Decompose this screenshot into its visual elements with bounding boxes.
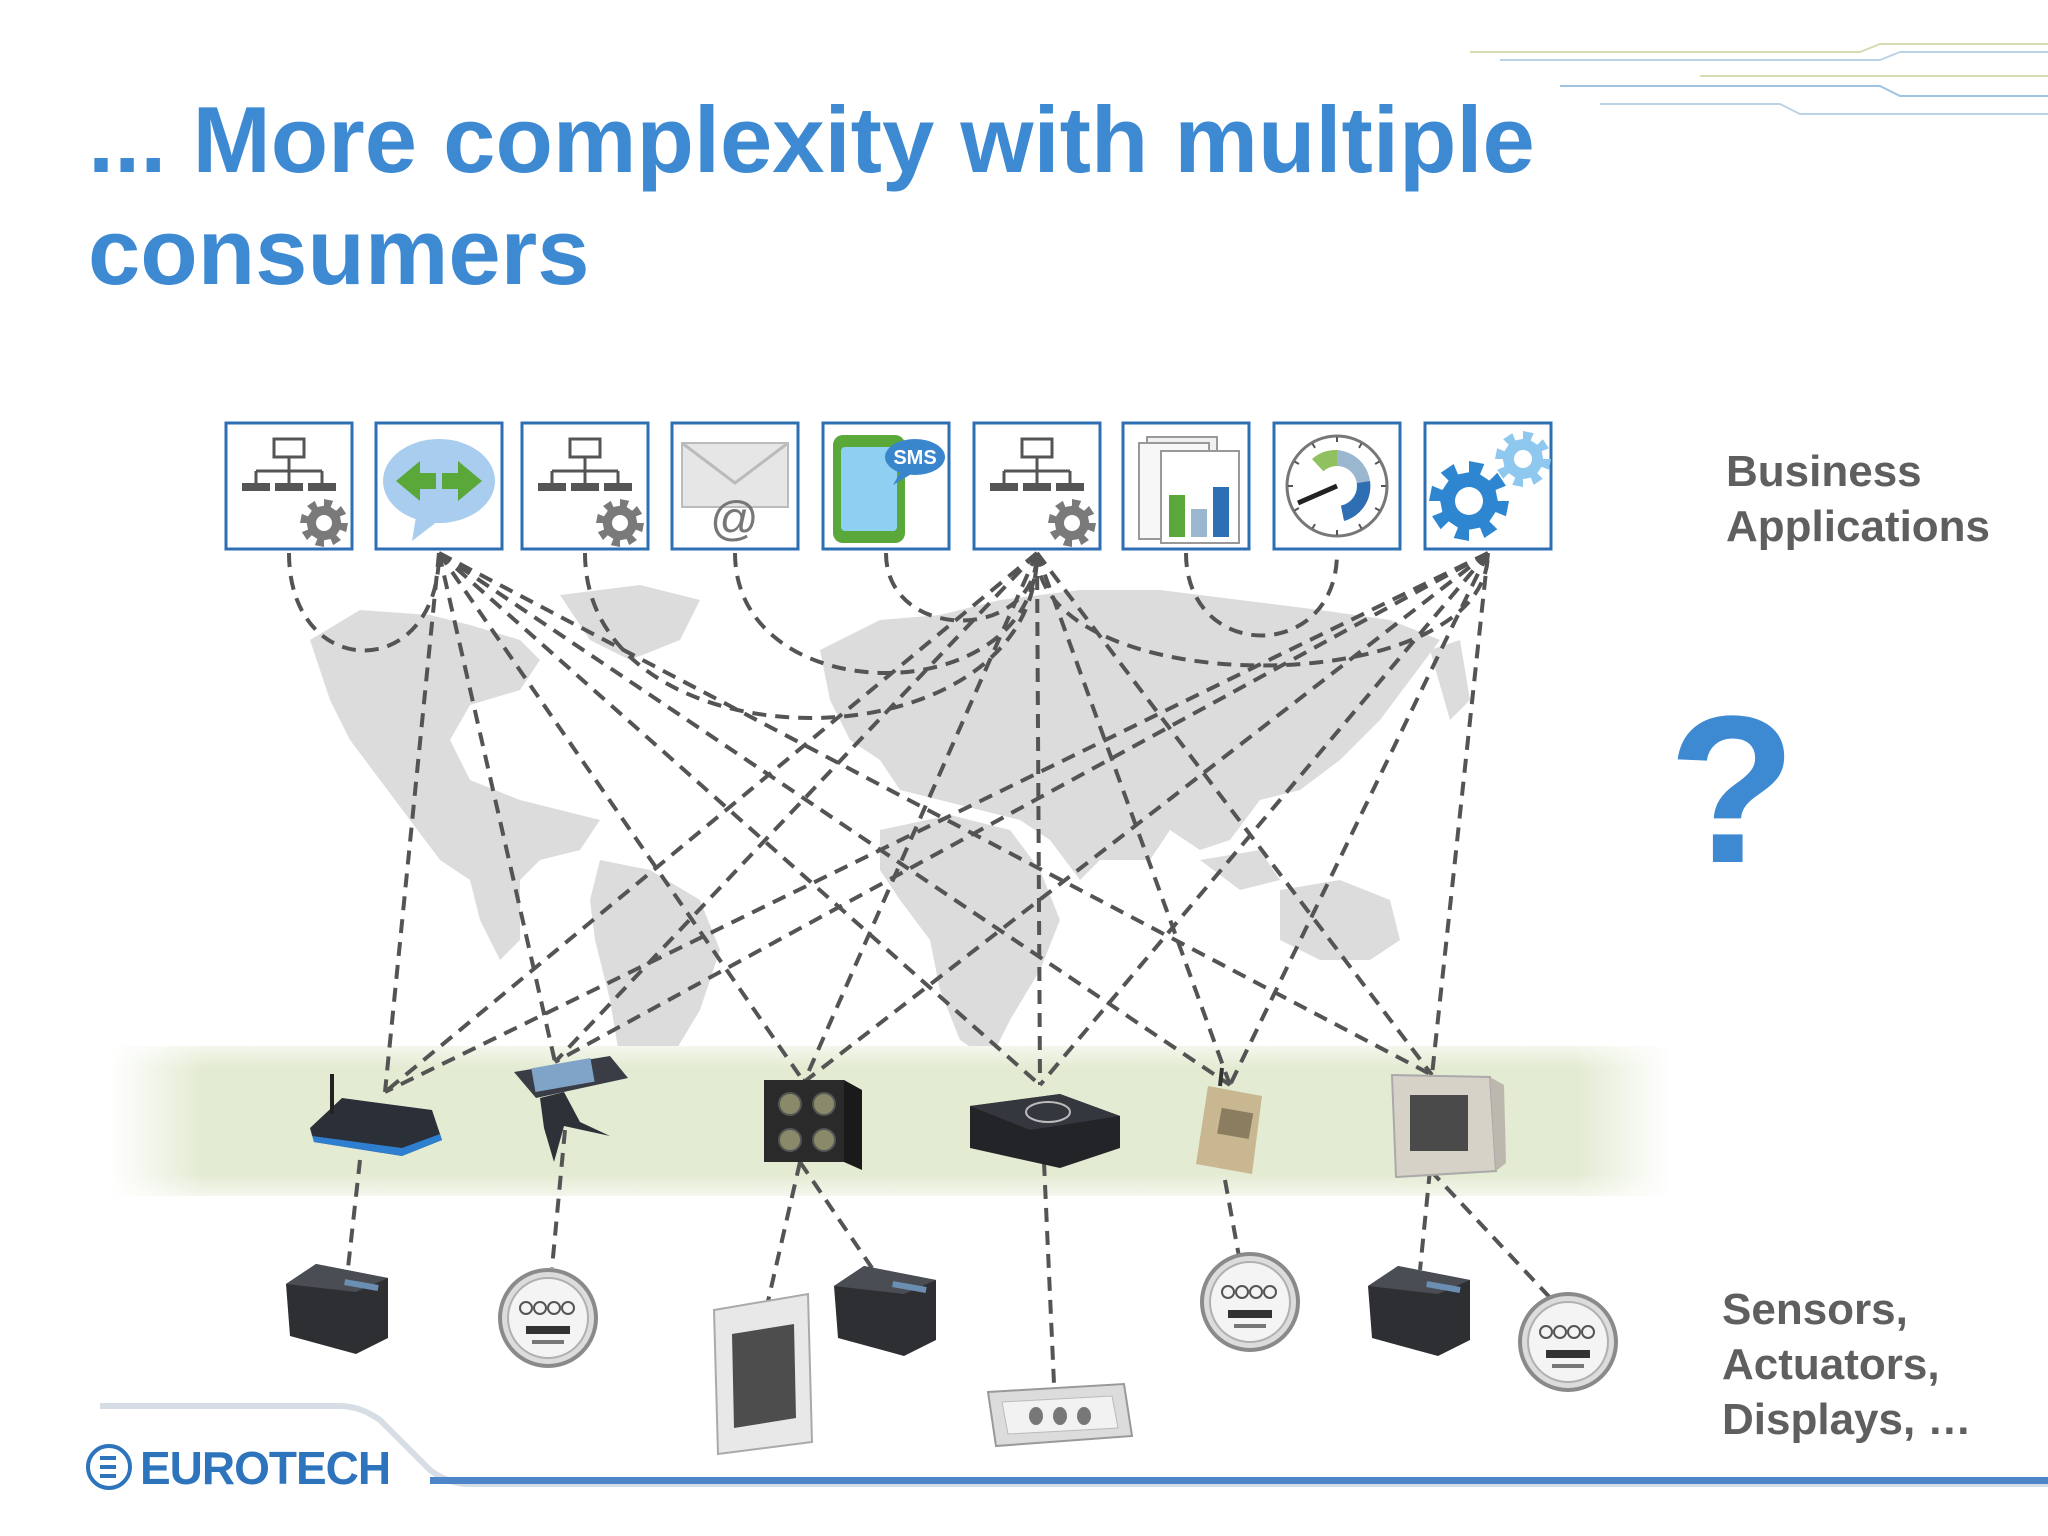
exchange-arrows-icon: [374, 421, 504, 551]
email-at-symbol: @: [710, 493, 759, 546]
connection-lines: [287, 551, 1558, 1385]
network-gear-icon: [972, 421, 1102, 551]
io-module: [834, 1266, 936, 1356]
sms-badge-text: SMS: [893, 447, 936, 469]
reports-chart-icon: [1121, 421, 1251, 551]
dashed-link: [437, 552, 557, 1063]
electric-meter: [1200, 1252, 1300, 1352]
rugged-computer: [764, 1080, 862, 1170]
dashed-arc: [287, 552, 441, 653]
box-computer: [970, 1094, 1120, 1168]
email-icon: @: [670, 421, 800, 551]
electric-meter: [1518, 1292, 1618, 1392]
eurotech-logo-text: EUROTECH: [140, 1442, 391, 1494]
dashed-link: [550, 1129, 567, 1269]
dashed-link: [384, 551, 1489, 1094]
dashed-arc: [884, 552, 1039, 623]
business-applications-label: Business Applications: [1726, 444, 1990, 554]
dashed-link: [383, 551, 1039, 1094]
dashed-link: [802, 552, 1039, 1083]
gauge-icon: [1272, 421, 1402, 551]
dashed-link: [1223, 1179, 1242, 1263]
dashed-link: [1428, 1168, 1558, 1306]
footer-line: [430, 1477, 2048, 1484]
slide-title: ... More complexity with multiple consum…: [88, 84, 1588, 308]
sensors-label-line: Displays, …: [1722, 1395, 1972, 1444]
network-gear-icon: [224, 421, 354, 551]
dashed-link: [764, 1161, 802, 1311]
sensors-actuators-label: Sensors, Actuators, Displays, …: [1722, 1282, 1971, 1447]
business-label-line: Business: [1726, 447, 1922, 496]
sensors-label-line: Actuators,: [1722, 1340, 1940, 1389]
panel-terminal: [1390, 1073, 1506, 1179]
network-gear-icon: [520, 421, 650, 551]
io-module: [286, 1264, 388, 1354]
dashed-link: [1038, 551, 1490, 1087]
dashed-link: [802, 551, 1490, 1084]
question-mark: ?: [1668, 672, 1797, 907]
world-map: [310, 585, 1470, 1100]
dashed-arc: [1035, 552, 1490, 668]
dashed-link: [1430, 552, 1490, 1076]
router-gateway: [310, 1074, 442, 1156]
title-line-1: ... More complexity with multiple: [88, 87, 1535, 192]
sms-phone-icon: SMS: [821, 421, 951, 551]
handheld-terminal: [514, 1056, 628, 1162]
dashed-link: [553, 551, 1039, 1064]
business-label-line: Applications: [1726, 502, 1991, 551]
dashed-link: [346, 1159, 362, 1269]
eurotech-logo-icon: [86, 1444, 132, 1490]
dashed-link: [1035, 552, 1232, 1086]
dashed-link: [438, 551, 1433, 1077]
dashed-arc: [1184, 552, 1339, 638]
io-module: [1368, 1266, 1470, 1356]
dashed-link: [437, 551, 806, 1084]
sensors-label-line: Sensors,: [1722, 1285, 1908, 1334]
dashed-arc: [583, 552, 1039, 720]
dashed-link: [1035, 552, 1042, 1086]
portable-device: [1196, 1067, 1262, 1174]
dashed-link: [437, 551, 1232, 1087]
dashed-link: [1418, 1169, 1432, 1271]
dashed-link: [554, 551, 1489, 1064]
dashed-link: [1035, 551, 1434, 1077]
title-line-2: consumers: [88, 199, 590, 304]
led-display-panel: [986, 1382, 1134, 1448]
dashed-arc: [733, 552, 1039, 675]
dashed-link: [437, 551, 1042, 1087]
dashed-link: [1042, 1161, 1056, 1385]
panel-display: [712, 1292, 814, 1456]
dashed-link: [1228, 552, 1490, 1086]
gears-icon: [1423, 421, 1553, 551]
electric-meter: [498, 1268, 598, 1368]
